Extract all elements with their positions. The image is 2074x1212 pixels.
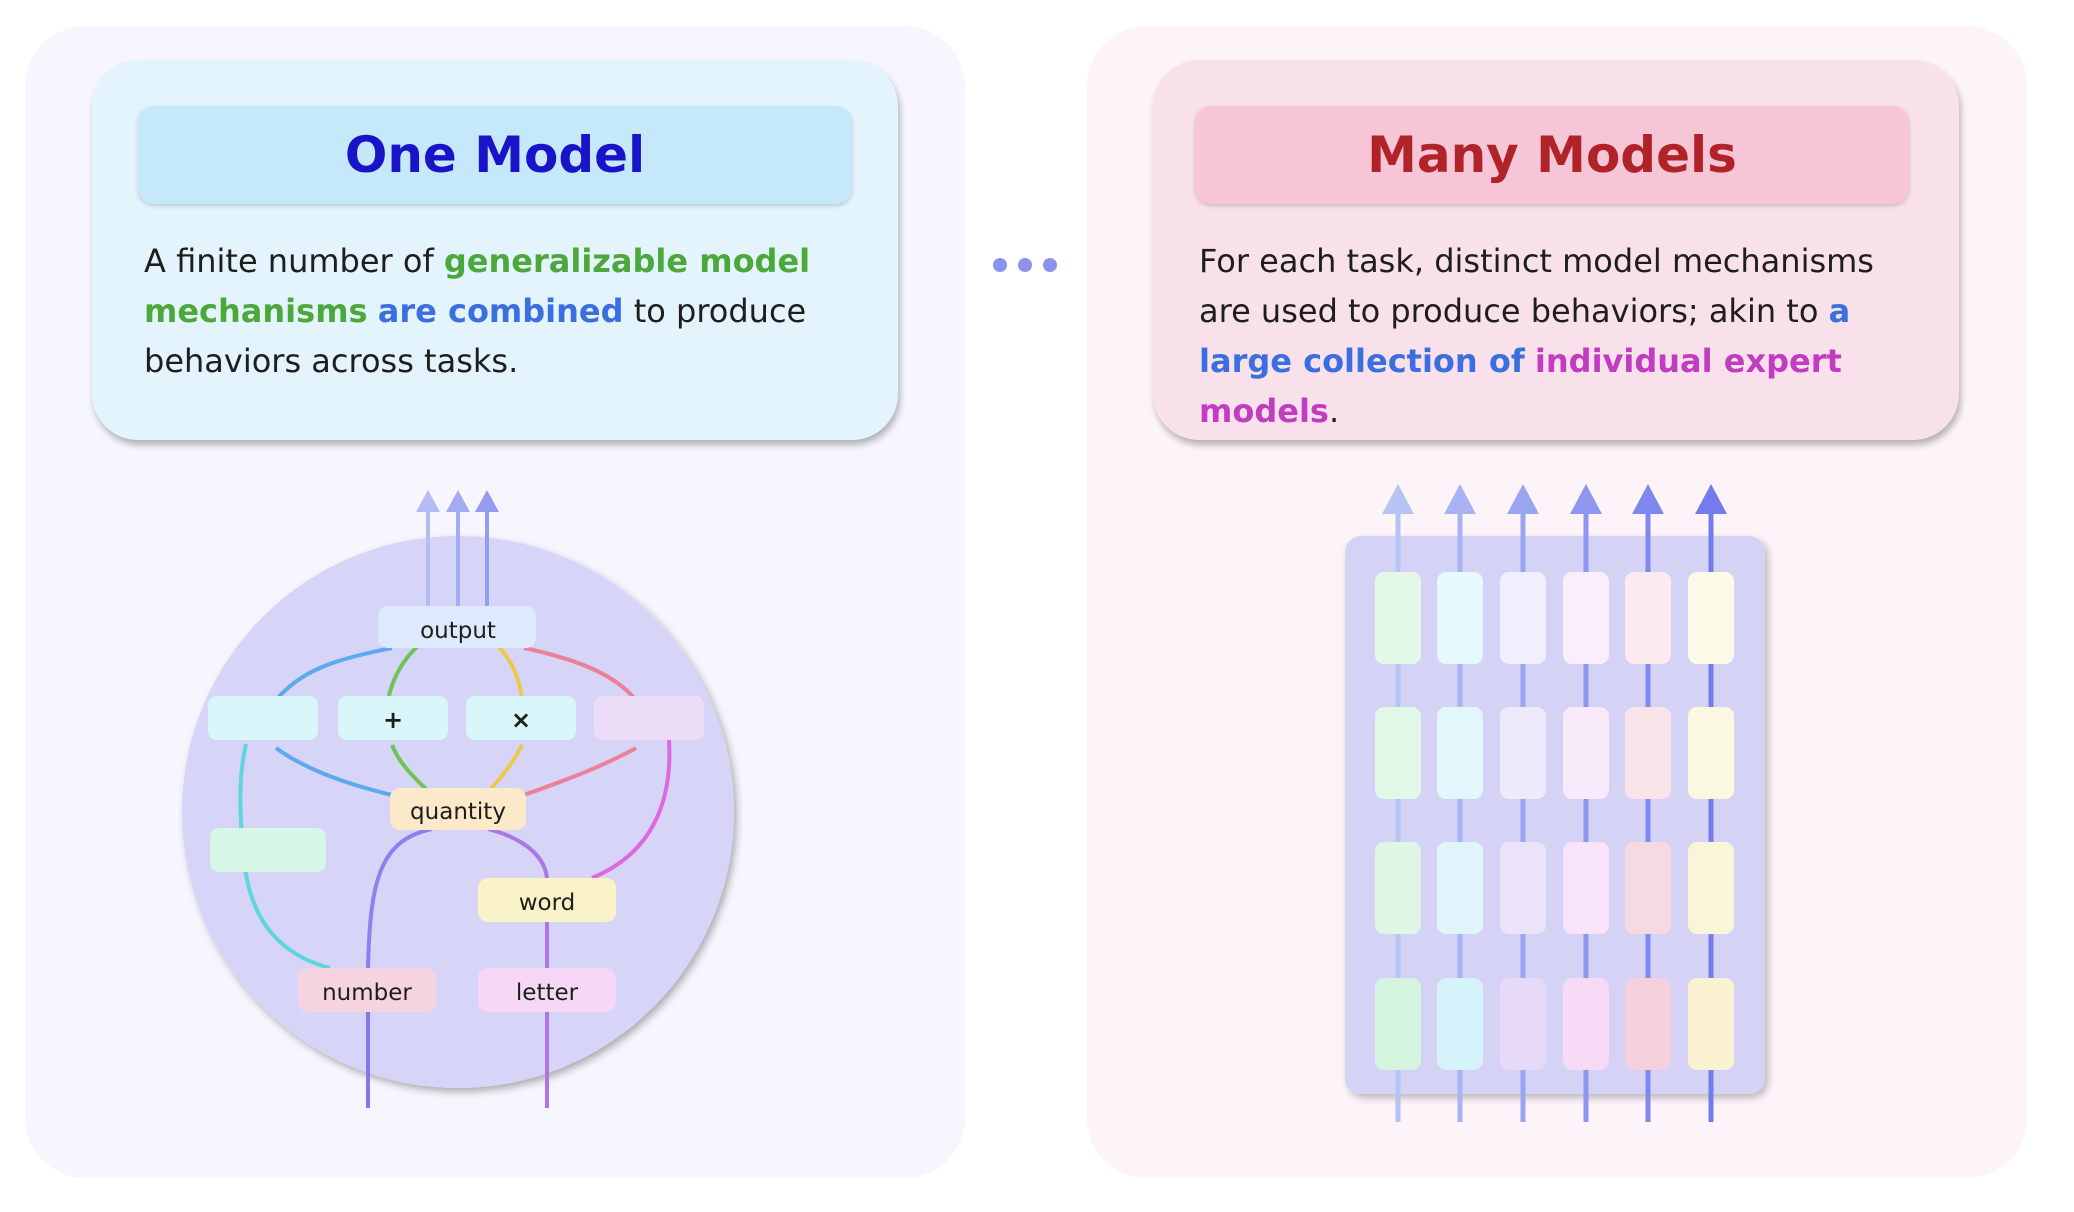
expert-layer-box (1625, 842, 1671, 934)
desc-highlight-mechanisms: generalizable model mechanisms (144, 242, 811, 330)
many-models-description: For each task, distinct model mechanisms… (1199, 236, 1929, 436)
expert-layer-box (1437, 842, 1483, 934)
node-output-box (378, 606, 536, 648)
connection-path (274, 646, 393, 702)
node-plus-label: + (383, 706, 403, 734)
expert-model-columns (1375, 484, 1734, 1122)
many-models-title: Many Models (1195, 106, 1909, 204)
many-models-card: Many Models For each task, distinct mode… (1153, 60, 1959, 440)
expert-column-arrowhead (1695, 484, 1727, 514)
node-times-box (466, 696, 576, 740)
separator-dot (993, 258, 1007, 272)
expert-layer-box (1437, 572, 1483, 664)
mechanism-nodes: output + × quantity word number letter (208, 606, 704, 1012)
connection-path (494, 642, 524, 701)
node-letter-label: letter (516, 980, 579, 1006)
node-word-label: word (519, 890, 576, 916)
expert-layer-box (1500, 707, 1546, 799)
expert-layer-box (1375, 707, 1421, 799)
one-model-title: One Model (138, 106, 852, 204)
desc-highlight-combined: are combined (377, 292, 624, 330)
expert-layer-box (1688, 842, 1734, 934)
desc-highlight-experts: individual expert models (1199, 342, 1842, 430)
expert-layer-box (1563, 707, 1609, 799)
expert-layer-box (1563, 842, 1609, 934)
expert-layer-box (1688, 707, 1734, 799)
desc-segment: . (1328, 392, 1340, 430)
node-unlabeled-mint (210, 828, 326, 872)
node-quantity-box (390, 788, 526, 830)
expert-column-arrowhead (1507, 484, 1539, 514)
one-model-description: A finite number of generalizable model m… (144, 236, 864, 386)
connection-path (386, 642, 422, 701)
node-quantity-label: quantity (410, 799, 506, 825)
one-model-card: One Model A finite number of generalizab… (92, 60, 898, 440)
desc-segment: For each task, distinct model mechanisms… (1199, 242, 1874, 330)
output-arrowhead (416, 490, 440, 512)
connection-path (366, 827, 433, 969)
expert-column-arrowhead (1444, 484, 1476, 514)
expert-layer-box (1625, 572, 1671, 664)
node-unlabeled-cyan (208, 696, 318, 740)
expert-layer-box (1625, 978, 1671, 1070)
expert-layer-box (1500, 572, 1546, 664)
output-arrowhead (475, 490, 499, 512)
expert-layer-box (1688, 978, 1734, 1070)
node-number-box (298, 968, 436, 1012)
connection-path (487, 827, 549, 879)
node-times-label: × (511, 706, 531, 734)
expert-layer-box (1688, 572, 1734, 664)
expert-column-arrowhead (1382, 484, 1414, 514)
connection-path (523, 646, 638, 702)
expert-layer-box (1437, 978, 1483, 1070)
expert-layer-box (1375, 572, 1421, 664)
connection-path (523, 746, 637, 797)
connection-path (274, 746, 393, 797)
expert-column-arrowhead (1570, 484, 1602, 514)
connection-path (591, 739, 672, 880)
expert-layer-box (1563, 572, 1609, 664)
node-word-box (478, 878, 616, 922)
node-number-label: number (322, 980, 412, 1006)
expert-layer-box (1437, 707, 1483, 799)
separator-dot (1018, 258, 1032, 272)
expert-layer-box (1500, 842, 1546, 934)
node-unlabeled-lilac (594, 696, 704, 740)
output-arrowhead (446, 490, 470, 512)
desc-segment: A finite number of (144, 242, 444, 280)
desc-segment: to produce behaviors across tasks. (144, 292, 807, 380)
ellipsis-separator (990, 256, 1062, 276)
expert-layer-box (1563, 978, 1609, 1070)
expert-layer-box (1375, 842, 1421, 934)
expert-layer-box (1500, 978, 1546, 1070)
separator-dot (1043, 258, 1057, 272)
node-letter-box (478, 968, 616, 1012)
expert-column-arrowhead (1632, 484, 1664, 514)
expert-layer-box (1625, 707, 1671, 799)
node-output-label: output (420, 618, 496, 644)
desc-highlight-collection: a large collection of (1199, 292, 1851, 380)
expert-layer-box (1375, 978, 1421, 1070)
node-plus-box (338, 696, 448, 740)
expert-models-grid (1345, 536, 1765, 1094)
output-arrows (416, 490, 499, 608)
